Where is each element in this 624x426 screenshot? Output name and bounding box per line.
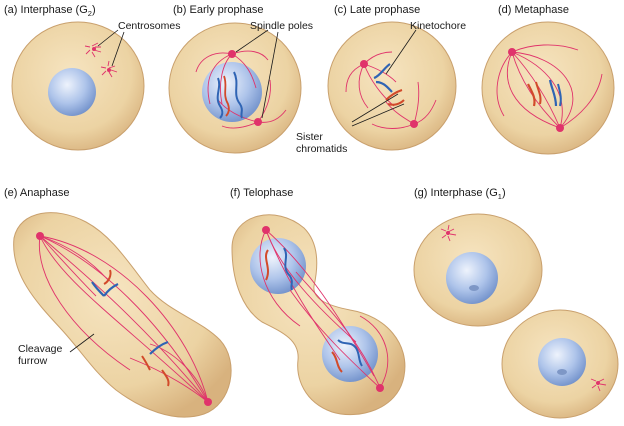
- panel-f: [232, 215, 405, 415]
- nucleus: [322, 326, 378, 382]
- centrosomes-label: Centrosomes: [118, 20, 180, 32]
- panel-title-e: (e) Anaphase: [4, 187, 69, 199]
- centrosome-core: [446, 231, 450, 235]
- panel-b: [169, 23, 301, 153]
- panel-g: [414, 214, 618, 418]
- panel-a: [12, 22, 144, 150]
- centrosome-core: [107, 68, 111, 72]
- spindle-pole: [376, 384, 384, 392]
- nucleolus: [469, 285, 479, 291]
- spindle-pole: [410, 120, 418, 128]
- nucleus: [538, 338, 586, 386]
- nucleolus: [557, 369, 567, 375]
- nucleus: [48, 68, 96, 116]
- spindle-pole: [254, 118, 262, 126]
- panel-title-b: (b) Early prophase: [173, 4, 264, 16]
- panel-title-g: (g) Interphase (G1): [414, 187, 506, 201]
- spindle-pole: [36, 232, 44, 240]
- spindle-poles-label: Spindle poles: [250, 20, 313, 32]
- spindle-pole: [204, 398, 212, 406]
- nucleus: [446, 252, 498, 304]
- nucleus: [250, 238, 306, 294]
- cleavage-furrow-label: Cleavage furrow: [18, 343, 65, 367]
- panel-title-c: (c) Late prophase: [334, 4, 420, 16]
- kinetochore-label: Kinetochore: [410, 20, 466, 32]
- cell-body: [482, 22, 614, 154]
- spindle-pole: [556, 124, 564, 132]
- panel-d: [482, 22, 614, 154]
- centrosome-core: [92, 47, 96, 51]
- nucleus: [202, 62, 262, 122]
- centrosome-core: [596, 381, 600, 385]
- spindle-pole: [262, 226, 270, 234]
- spindle-pole: [508, 48, 516, 56]
- sister-chromatids-label: Sister chromatids: [296, 131, 347, 155]
- panel-title-f: (f) Telophase: [230, 187, 293, 199]
- panel-e: [14, 213, 231, 417]
- spindle-pole: [360, 60, 368, 68]
- panel-c: [328, 22, 456, 150]
- panel-title-d: (d) Metaphase: [498, 4, 569, 16]
- panel-title-a: (a) Interphase (G2): [4, 4, 96, 18]
- spindle-pole: [228, 50, 236, 58]
- cell-body: [328, 22, 456, 150]
